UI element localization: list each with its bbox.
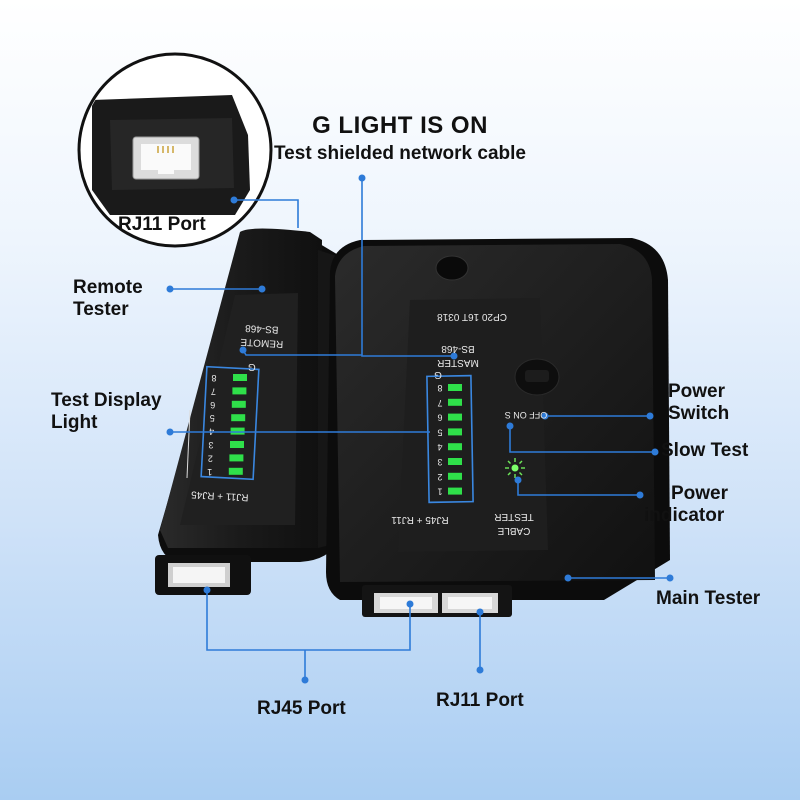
remote-led-number-1: 1 [207,467,212,477]
main-led-number-4: 4 [437,442,442,452]
label-slow-test: Slow Test [661,440,749,461]
callout-dots [166,174,674,684]
label-remote-tester: Remote Tester [73,277,143,321]
main-serial-text: CP20 16T 0318 [437,311,507,322]
remote-ground-text: G [247,361,256,372]
main-brand-line1: CABLE [497,525,530,536]
callout-lines [170,178,670,680]
remote-led-3 [230,441,244,448]
remote-led-number-7: 7 [211,386,216,396]
remote-name-text: REMOTE [240,336,284,349]
main-switch-text: OFF ON S [505,410,548,420]
label-test-display-light: Test Display Light [51,390,162,434]
main-led-7 [448,398,462,406]
main-led-column: 8 7 6 5 4 3 2 1 [437,383,462,497]
label-rj11-port-bottom: RJ11 Port [436,690,524,711]
remote-led-number-3: 3 [208,440,213,450]
headline-subtitle: Test shielded network cable [273,143,526,164]
remote-led-6 [231,400,246,408]
main-brand-line2: TESTER [494,511,533,522]
power-indicator-led [505,458,525,478]
main-led-2 [448,472,462,480]
main-led-4 [448,443,462,451]
label-test-display-line2: Light [51,412,98,433]
remote-face-text: BS-468 REMOTE G RJ11 + RJ45 [191,322,284,502]
main-led-5 [448,428,462,436]
main-led-number-2: 2 [437,472,442,482]
label-test-display-line1: Test Display [51,390,162,411]
remote-model-text: BS-468 [244,322,278,335]
label-power-indicator: Power indicator [644,483,728,527]
main-model-text: BS-468 [441,343,475,354]
main-led-1 [448,487,462,495]
main-led-number-8: 8 [437,383,442,393]
remote-led-5 [231,414,246,422]
main-led-6 [448,413,462,421]
main-name-text: MASTER [437,357,479,368]
label-remote-tester-line2: Tester [73,299,129,320]
remote-led-2 [229,454,244,462]
headline-title: G LIGHT IS ON [312,112,488,139]
label-power-indicator-line2: indicator [644,505,725,526]
label-power-switch: Power Switch [668,381,729,425]
label-remote-tester-line1: Remote [73,277,143,298]
remote-led-number-5: 5 [210,413,215,423]
remote-led-8 [233,374,247,381]
label-rj45-port: RJ45 Port [257,698,346,719]
main-led-number-6: 6 [437,413,442,423]
main-led-number-7: 7 [437,398,442,408]
label-power-switch-line1: Power [668,381,726,402]
label-rj11-port-top: RJ11 Port [118,214,206,235]
main-led-number-1: 1 [437,487,442,497]
remote-led-1 [228,467,243,475]
main-led-3 [448,458,462,465]
main-port-text: RJ45 + RJ11 [391,514,449,525]
zoom-inset [77,52,273,248]
main-ground-text: G [434,369,442,380]
main-led-number-5: 5 [437,427,442,437]
main-led-8 [448,384,462,391]
remote-led-number-2: 2 [208,453,213,463]
remote-led-7 [232,387,247,395]
label-main-tester: Main Tester [656,588,761,609]
main-led-number-3: 3 [437,457,442,467]
label-power-switch-line2: Switch [668,403,730,424]
label-power-indicator-line1: Power [671,483,729,504]
main-tester-device: 8 7 6 5 4 3 2 1 [326,238,670,617]
remote-led-number-8: 8 [211,373,216,383]
remote-led-number-6: 6 [210,400,215,410]
main-face-text: CP20 16T 0318 BS-468 MASTER G OFF ON S C… [391,311,547,536]
pin-contacts [157,146,174,153]
remote-port-text: RJ11 + RJ45 [191,488,249,502]
remote-led-4 [230,427,245,435]
